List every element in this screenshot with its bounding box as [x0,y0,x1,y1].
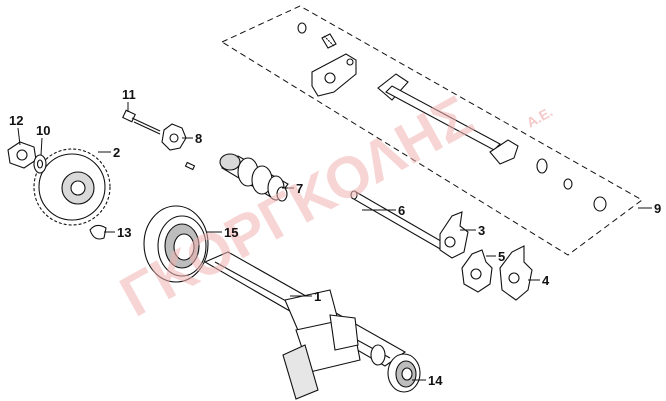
leader-lines [17,102,652,381]
callout-8: 8 [195,131,202,146]
callout-11: 11 [122,87,136,102]
part-gearshift-spindle-assembly [297,22,607,212]
part-pin [184,161,196,171]
callout-9: 9 [654,201,661,216]
callout-12: 12 [9,113,23,128]
callout-5: 5 [498,249,505,264]
callout-14: 14 [428,373,443,388]
callout-10: 10 [36,123,50,138]
part-key [89,224,107,240]
callout-15: 15 [224,225,238,240]
part-bolt [122,109,161,135]
part-star-plate [161,123,187,151]
part-small-bearing [387,353,421,393]
callout-7: 7 [296,181,303,196]
part-large-bearing [143,205,209,283]
callout-3: 3 [478,223,485,238]
part-main-shaft [203,251,407,400]
callout-1: 1 [314,289,321,304]
part-shift-fork-a [439,211,469,259]
callout-13: 13 [117,225,131,240]
part-shift-drum [219,153,289,202]
part-nut [7,141,37,169]
watermark-suffix: Α.Ε. [524,103,556,130]
part-shift-fork-c [499,245,533,301]
part-gear [33,148,111,226]
callout-6: 6 [398,203,405,218]
callout-2: 2 [113,145,120,160]
part-washer [33,154,47,174]
part-shift-fork-b [461,249,493,293]
callout-4: 4 [542,273,550,288]
